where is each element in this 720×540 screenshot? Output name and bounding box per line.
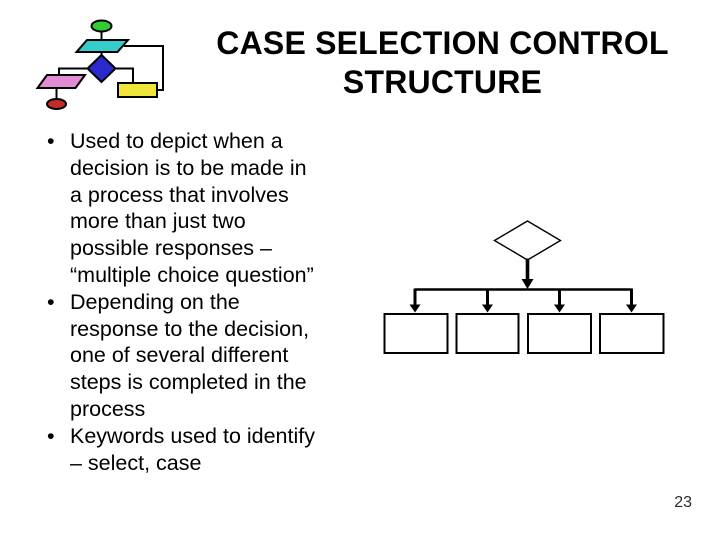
diagram-case-box-4 xyxy=(599,313,665,354)
bullet-marker: • xyxy=(47,423,55,448)
logo-process-rect xyxy=(117,82,158,98)
logo-io-parallelogram xyxy=(74,39,131,53)
logo-decision-diamond xyxy=(86,53,117,84)
logo-connector-elbow xyxy=(113,67,134,84)
logo-connector-elbow xyxy=(124,45,164,91)
case-structure-diagram xyxy=(383,220,665,354)
diagram-case-box-2 xyxy=(455,313,520,354)
bullet-marker: • xyxy=(47,289,55,314)
diagram-decision-diamond xyxy=(493,220,562,261)
bullet-text: Keywords used to identify– select, case xyxy=(70,423,315,475)
page-number: 23 xyxy=(674,494,692,511)
logo-start-oval xyxy=(90,19,113,33)
diagram-arrowhead-3 xyxy=(554,304,565,313)
logo-output-parallelogram xyxy=(35,74,87,89)
logo-connector-elbow xyxy=(58,67,90,76)
diagram-case-box-3 xyxy=(527,313,592,354)
diagram-branch-arrows xyxy=(409,288,637,313)
bullet-marker: • xyxy=(47,129,55,153)
flowchart-logo xyxy=(35,19,164,110)
diagram-arrowhead-4 xyxy=(626,304,637,313)
bullet-item: • Keywords used to identify– select, cas… xyxy=(40,423,375,477)
diagram-case-box-1 xyxy=(383,313,449,354)
diagram-arrowhead-1 xyxy=(409,304,421,313)
diagram-arrowhead-2 xyxy=(482,304,493,313)
diagram-central-arrowhead xyxy=(521,279,534,289)
logo-end-oval xyxy=(46,98,67,110)
